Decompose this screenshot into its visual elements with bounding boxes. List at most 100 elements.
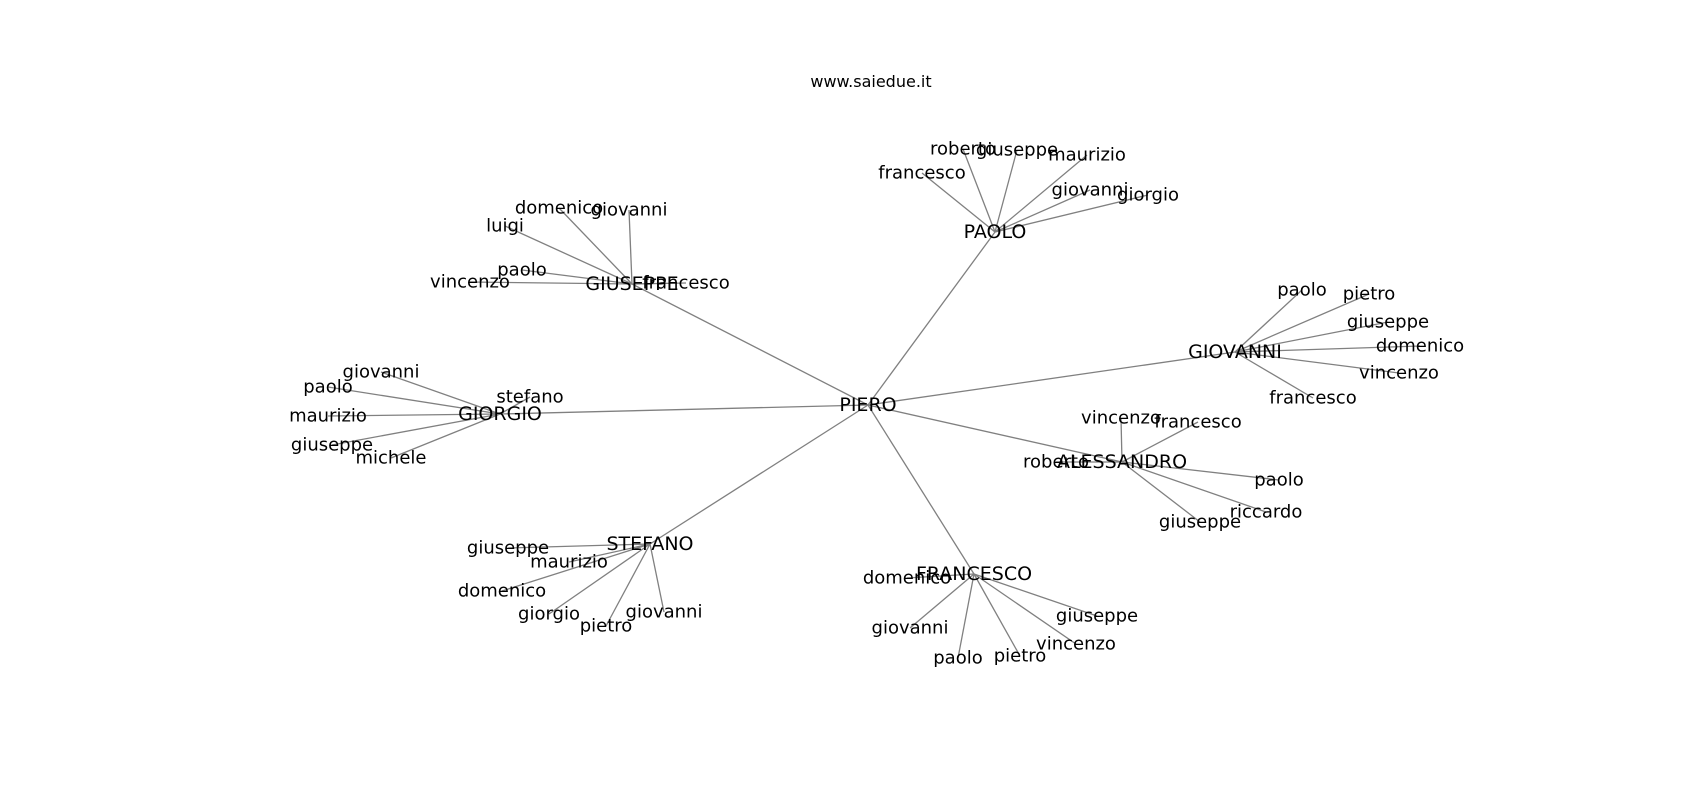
edge-giorgio-maurizio	[327, 413, 501, 417]
node-leaf-giovanni-pietro: pietro	[1343, 284, 1396, 305]
edge-paolo-roberto	[962, 148, 996, 233]
edge-paolo-maurizio	[994, 154, 1088, 233]
edge-giovanni-vincenzo	[1234, 351, 1400, 374]
node-leaf-francesco-giuseppe: giuseppe	[1056, 606, 1138, 627]
edge-root-giovanni	[867, 351, 1236, 406]
edge-paolo-giovanni	[994, 189, 1091, 233]
node-hub-giuseppe: GIUSEPPE	[585, 273, 678, 295]
node-leaf-giovanni-francesco: francesco	[1269, 388, 1356, 409]
node-leaf-paolo-francesco: francesco	[878, 163, 965, 184]
edge-root-alessandro	[867, 404, 1123, 463]
node-leaf-giovanni-giuseppe: giuseppe	[1347, 312, 1429, 333]
edge-giorgio-michele	[390, 413, 501, 459]
node-leaf-giorgio-paolo: paolo	[303, 377, 352, 398]
edge-francesco-vincenzo	[973, 573, 1077, 645]
node-leaf-francesco-domenico: domenico	[863, 568, 951, 589]
node-leaf-alessandro-francesco: francesco	[1154, 412, 1241, 433]
node-leaf-paolo-giovanni: giovanni	[1052, 180, 1129, 201]
edge-francesco-paolo	[957, 573, 975, 659]
node-hub-giorgio: GIORGIO	[458, 403, 542, 425]
edge-giorgio-stefano	[499, 396, 531, 415]
node-leaf-giorgio-giovanni: giovanni	[343, 362, 420, 383]
edge-francesco-domenico	[906, 573, 975, 579]
node-leaf-paolo-giorgio: giorgio	[1117, 185, 1179, 206]
edge-stefano-pietro	[605, 543, 651, 627]
edge-giuseppe-francesco	[631, 282, 687, 285]
node-leaf-stefano-giuseppe: giuseppe	[467, 538, 549, 559]
edge-stefano-domenico	[501, 543, 651, 592]
node-leaf-giuseppe-paolo: paolo	[497, 260, 546, 281]
edge-giovanni-francesco	[1234, 351, 1314, 399]
node-leaf-giorgio-maurizio: maurizio	[289, 406, 367, 427]
edge-alessandro-paolo	[1121, 461, 1280, 481]
node-leaf-giuseppe-francesco: francesco	[642, 273, 729, 294]
node-leaf-alessandro-giuseppe: giuseppe	[1159, 512, 1241, 533]
node-leaf-giuseppe-giovanni: giovanni	[591, 200, 668, 221]
edge-francesco-pietro	[973, 573, 1021, 657]
node-leaf-alessandro-roberto: roberto	[1023, 452, 1089, 473]
node-leaf-stefano-maurizio: maurizio	[530, 552, 608, 573]
node-hub-paolo: PAOLO	[964, 221, 1027, 243]
node-leaf-paolo-roberto: roberto	[930, 139, 996, 160]
node-leaf-francesco-paolo: paolo	[933, 648, 982, 669]
edge-giovanni-pietro	[1234, 293, 1370, 353]
node-leaf-giorgio-stefano: stefano	[496, 387, 563, 408]
edge-giorgio-paolo	[327, 386, 501, 415]
edge-giorgio-giuseppe	[331, 413, 501, 446]
edge-alessandro-vincenzo	[1120, 417, 1123, 463]
edge-giuseppe-luigi	[504, 225, 633, 285]
node-leaf-paolo-maurizio: maurizio	[1048, 145, 1126, 166]
node-leaf-stefano-domenico: domenico	[458, 581, 546, 602]
edge-giovanni-giuseppe	[1234, 321, 1389, 353]
node-leaf-stefano-pietro: pietro	[580, 616, 633, 637]
edge-stefano-giovanni	[649, 543, 665, 613]
edge-stefano-maurizio	[568, 543, 651, 563]
node-root-piero: PIERO	[839, 394, 896, 416]
edges-layer	[327, 148, 1421, 659]
edge-alessandro-riccardo	[1121, 461, 1267, 513]
node-leaf-giuseppe-vincenzo: vincenzo	[430, 272, 510, 293]
node-hub-giovanni: GIOVANNI	[1188, 341, 1282, 363]
node-leaf-giorgio-michele: michele	[356, 448, 427, 469]
edge-francesco-giuseppe	[973, 573, 1098, 617]
node-leaf-stefano-giovanni: giovanni	[626, 602, 703, 623]
edge-root-paolo	[867, 231, 996, 406]
edge-root-giorgio	[499, 404, 869, 415]
site-label: www.saiedue.it	[810, 72, 932, 91]
edge-paolo-giuseppe	[994, 149, 1018, 233]
edge-francesco-giovanni	[909, 573, 975, 629]
node-leaf-francesco-vincenzo: vincenzo	[1036, 634, 1116, 655]
node-leaf-giovanni-domenico: domenico	[1376, 336, 1464, 357]
node-leaf-giovanni-vincenzo: vincenzo	[1359, 363, 1439, 384]
node-hub-stefano: STEFANO	[606, 533, 693, 555]
edge-stefano-giuseppe	[507, 543, 651, 549]
node-leaf-francesco-giovanni: giovanni	[872, 618, 949, 639]
edge-paolo-francesco	[921, 172, 996, 233]
node-leaf-stefano-giorgio: giorgio	[518, 604, 580, 625]
edge-giuseppe-giovanni	[628, 209, 633, 285]
edge-giorgio-giovanni	[380, 371, 501, 415]
node-hub-francesco: FRANCESCO	[916, 563, 1032, 585]
edge-root-francesco	[867, 404, 975, 575]
node-leaf-alessandro-paolo: paolo	[1254, 470, 1303, 491]
edge-giuseppe-domenico	[558, 207, 633, 285]
node-hub-alessandro: ALESSANDRO	[1057, 451, 1187, 473]
edge-alessandro-francesco	[1121, 421, 1199, 463]
edge-giuseppe-paolo	[521, 269, 633, 285]
node-leaf-alessandro-vincenzo: vincenzo	[1081, 408, 1161, 429]
edge-root-stefano	[649, 404, 869, 545]
edge-giovanni-paolo	[1234, 289, 1303, 353]
node-leaf-giuseppe-luigi: luigi	[486, 216, 524, 237]
labels-layer: PIEROPAOLOfrancescorobertogiuseppemauriz…	[289, 139, 1464, 669]
edge-stefano-giorgio	[548, 543, 651, 615]
node-leaf-francesco-pietro: pietro	[994, 646, 1047, 667]
node-leaf-alessandro-riccardo: riccardo	[1230, 502, 1303, 523]
edge-giovanni-domenico	[1234, 345, 1421, 353]
node-leaf-paolo-giuseppe: giuseppe	[976, 140, 1058, 161]
edge-root-giuseppe	[631, 283, 869, 406]
node-leaf-giovanni-paolo: paolo	[1277, 280, 1326, 301]
edge-giuseppe-vincenzo	[469, 281, 633, 285]
edge-alessandro-giuseppe	[1121, 461, 1201, 523]
